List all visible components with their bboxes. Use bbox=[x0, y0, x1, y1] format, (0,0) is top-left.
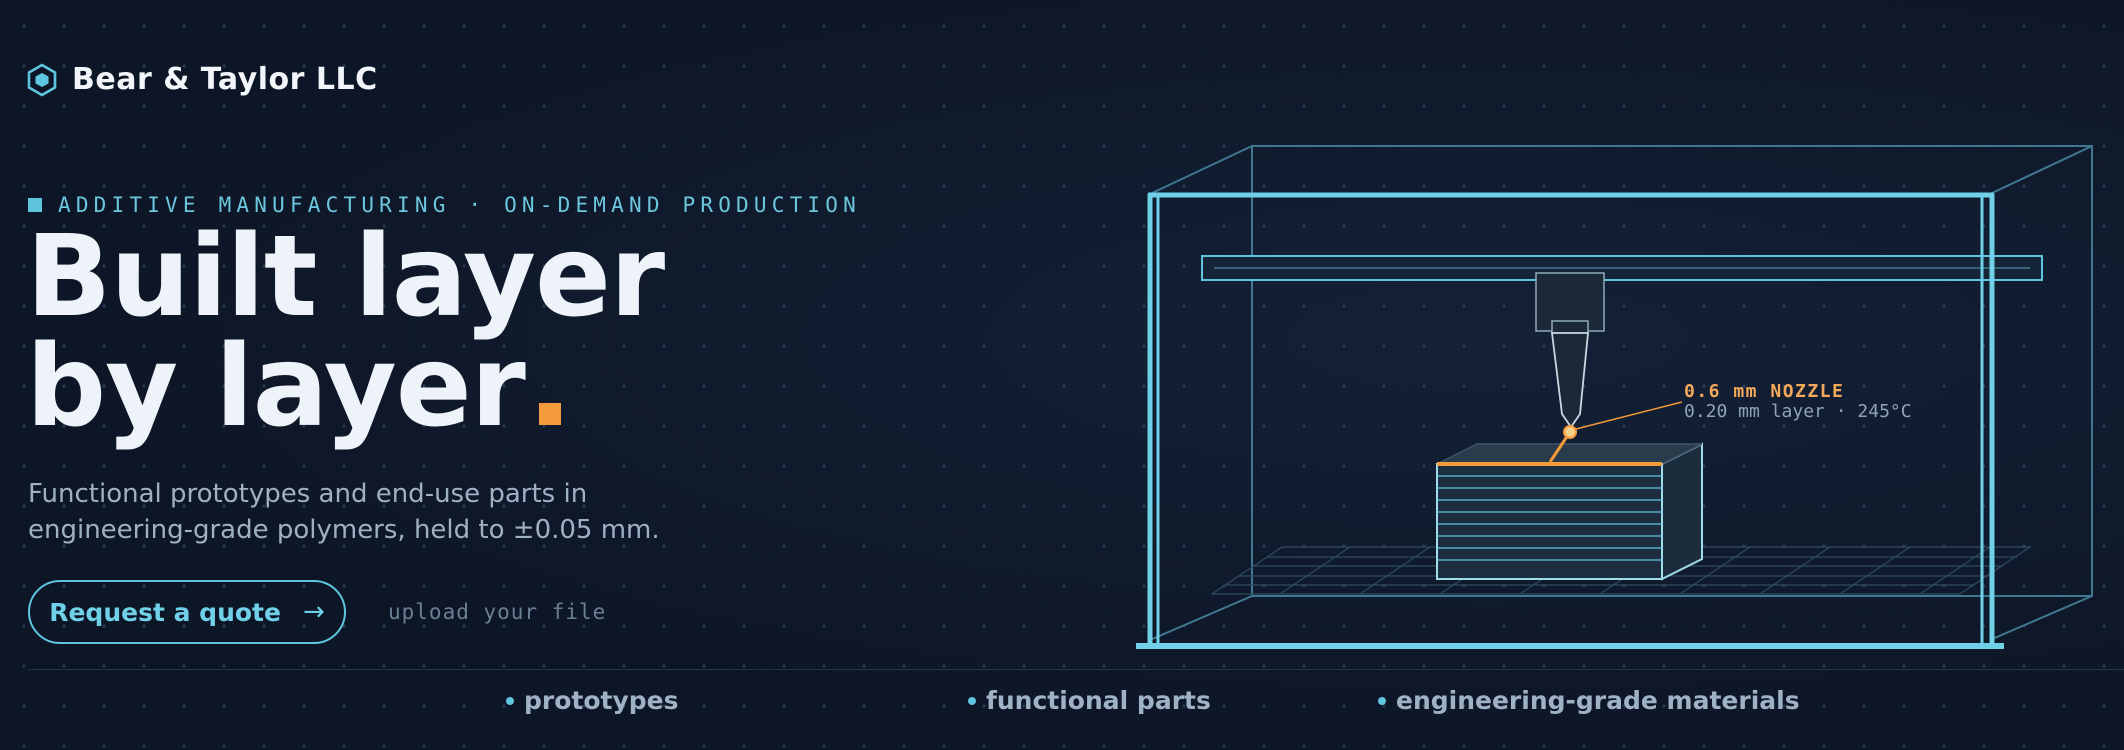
subtitle-line-1: Functional prototypes and end-use parts … bbox=[28, 479, 588, 509]
feature-label: functional parts bbox=[986, 686, 1211, 715]
feature-list: prototypes functional parts engineering-… bbox=[0, 686, 2124, 726]
callout-leader bbox=[1575, 401, 1683, 430]
part-top-face bbox=[1436, 443, 1703, 465]
part-right-face bbox=[1661, 442, 1703, 581]
feature-label: prototypes bbox=[524, 686, 679, 715]
callout-sub: 0.20 mm layer · 245°C bbox=[1684, 401, 1912, 422]
arrow-right-icon: → bbox=[302, 597, 325, 627]
part-layer-lines bbox=[1437, 475, 1662, 561]
hexagon-logo-icon bbox=[27, 62, 57, 97]
brand-name: Bear & Taylor LLC bbox=[72, 62, 378, 97]
frame-edge-tl bbox=[1149, 145, 1253, 195]
square-marker-icon bbox=[28, 198, 42, 212]
feature-item-materials: engineering-grade materials bbox=[1378, 686, 1800, 715]
printer-illustration: 0.6 mm NOZZLE 0.20 mm layer · 245°C bbox=[1136, 145, 2093, 649]
nozzle-tip bbox=[1563, 425, 1577, 439]
subtitle-line-2: engineering-grade polymers, held to ±0.0… bbox=[28, 515, 660, 545]
eyebrow-text: ADDITIVE MANUFACTURING · ON-DEMAND PRODU… bbox=[58, 193, 861, 217]
nozzle-icon bbox=[1550, 332, 1589, 429]
divider bbox=[28, 669, 2124, 670]
headline-line-2: by layer bbox=[26, 322, 526, 452]
brand[interactable]: Bear & Taylor LLC bbox=[26, 62, 378, 97]
frame-edge-br bbox=[1989, 595, 2093, 641]
bullet-icon bbox=[968, 696, 976, 705]
orange-square-icon bbox=[538, 403, 561, 425]
feature-label: engineering-grade materials bbox=[1396, 686, 1800, 715]
page-title: Built layer by layer bbox=[26, 212, 665, 443]
headline-line-2-wrap: by layer bbox=[26, 331, 664, 443]
hero-subtitle: Functional prototypes and end-use parts … bbox=[28, 476, 728, 548]
callout-title: 0.6 mm NOZZLE bbox=[1684, 381, 1844, 402]
bullet-icon bbox=[1378, 696, 1386, 705]
frame-edge-bl bbox=[1149, 595, 1253, 641]
nozzle-mount bbox=[1551, 320, 1589, 334]
back-frame bbox=[1251, 145, 2093, 597]
upload-file-link[interactable]: upload your file bbox=[388, 600, 607, 624]
print-bed-grid bbox=[1210, 546, 2032, 595]
frame-edge-tr bbox=[1989, 145, 2093, 195]
feature-item-prototypes: prototypes bbox=[506, 686, 679, 715]
headline-line-1: Built layer bbox=[26, 212, 665, 342]
part-front-face bbox=[1436, 463, 1663, 580]
bullet-icon bbox=[506, 696, 514, 705]
request-quote-label: Request a quote bbox=[49, 597, 281, 627]
request-quote-button[interactable]: Request a quote → bbox=[28, 580, 346, 644]
feature-item-functional-parts: functional parts bbox=[968, 686, 1211, 715]
eyebrow: ADDITIVE MANUFACTURING · ON-DEMAND PRODU… bbox=[28, 193, 861, 217]
